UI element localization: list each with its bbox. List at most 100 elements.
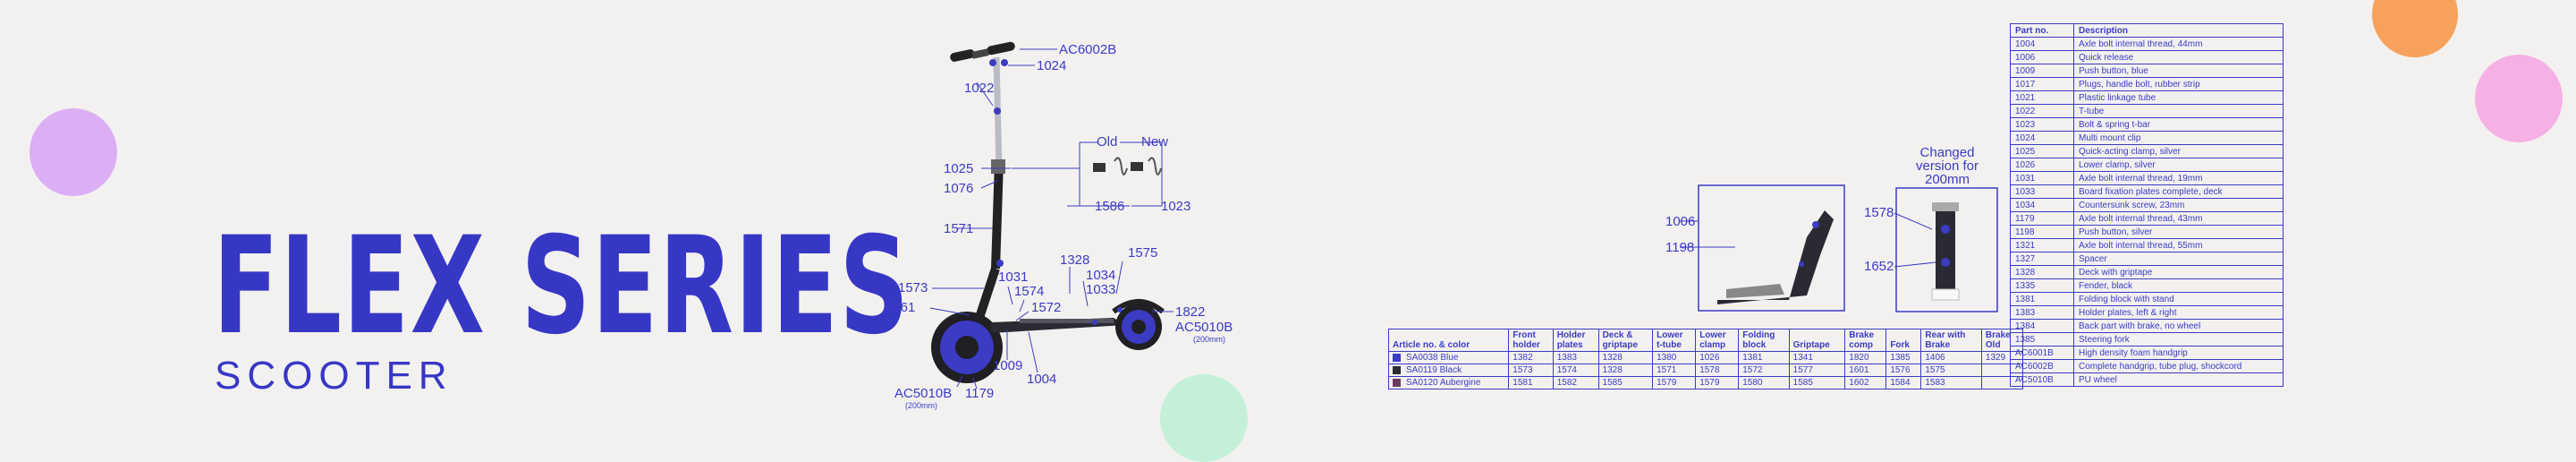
part-number-cell: 1024: [2010, 131, 2074, 145]
article-header-cell: Fork: [1885, 329, 1922, 352]
part-description-cell: Axle bolt internal thread, 19mm: [2073, 171, 2284, 185]
part-number-cell: 1321: [2010, 238, 2074, 252]
article-part-cell: 1585: [1597, 376, 1654, 389]
label-1076: 1076: [944, 181, 973, 196]
article-name: SA0120 Aubergine: [1406, 378, 1481, 388]
label-4661: 4661: [886, 300, 915, 315]
label-new: New: [1141, 134, 1168, 150]
part-number-cell: 1025: [2010, 144, 2074, 158]
article-header-line: Brake: [1849, 330, 1875, 340]
part-number-cell: 1006: [2010, 50, 2074, 64]
label-ac5010b-right: AC5010B: [1175, 320, 1233, 335]
article-part-cell: 1583: [1920, 376, 1982, 389]
parts-header-part-no: Part no.: [2010, 23, 2074, 38]
article-part-cell: 1328: [1597, 351, 1654, 364]
label-1006: 1006: [1665, 214, 1695, 229]
part-description-cell: Plastic linkage tube: [2073, 90, 2284, 105]
article-part-cell: 1381: [1738, 351, 1790, 364]
article-name: SA0119 Black: [1406, 365, 1462, 375]
article-header-cell: Article no. & color: [1387, 329, 1510, 352]
article-part-cell: 1577: [1788, 364, 1846, 377]
article-header-cell: Griptape: [1788, 329, 1846, 352]
article-header-line: Brake: [1985, 330, 2011, 340]
article-part-cell: 1582: [1552, 376, 1599, 389]
label-ac5010b-left: AC5010B: [894, 386, 952, 401]
article-part-cell: 1572: [1738, 364, 1790, 377]
color-swatch: [1393, 365, 1401, 374]
part-description-cell: Holder plates, left & right: [2073, 305, 2284, 320]
part-number-cell: 1026: [2010, 158, 2074, 172]
decor-circle-pink: [2475, 55, 2563, 142]
article-name: SA0038 Blue: [1406, 353, 1459, 363]
article-name-cell: SA0038 Blue: [1387, 351, 1510, 364]
article-part-cell: 1382: [1508, 351, 1554, 364]
article-header-line: Fork: [1890, 340, 1910, 350]
part-number-cell: 1017: [2010, 77, 2074, 91]
article-part-cell: 1578: [1695, 364, 1740, 377]
part-number-cell: 1328: [2010, 265, 2074, 279]
part-number-cell: AC6001B: [2010, 346, 2074, 360]
article-part-cell: 1820: [1844, 351, 1887, 364]
article-part-cell: 1571: [1652, 364, 1697, 377]
caption-line-1: Changed: [1920, 145, 1975, 160]
part-description-cell: Bolt & spring t-bar: [2073, 117, 2284, 132]
part-description-cell: Board fixation plates complete, deck: [2073, 184, 2284, 199]
article-header-line: t-tube: [1657, 340, 1682, 350]
part-number-cell: 1327: [2010, 252, 2074, 266]
label-1198: 1198: [1665, 240, 1694, 255]
part-number-cell: 1385: [2010, 332, 2074, 346]
label-1578: 1578: [1864, 205, 1894, 220]
label-ac6002b: AC6002B: [1059, 42, 1116, 57]
article-header-line: holder: [1513, 340, 1540, 350]
part-description-cell: Multi mount clip: [2073, 131, 2284, 145]
part-description-cell: Fender, black: [2073, 278, 2284, 293]
article-part-cell: 1406: [1920, 351, 1982, 364]
part-number-cell: AC5010B: [2010, 372, 2074, 387]
article-part-cell: 1574: [1552, 364, 1599, 377]
detail-200mm-version: Changed version for 200mm 1578 1652: [1864, 145, 1998, 312]
article-part-cell: 1328: [1597, 364, 1654, 377]
part-description-cell: Deck with griptape: [2073, 265, 2284, 279]
label-1033: 1033: [1086, 282, 1115, 297]
series-subtitle: SCOOTER: [215, 354, 453, 398]
article-header-line: Rear with: [1925, 330, 1966, 340]
article-name-cell: SA0120 Aubergine: [1387, 376, 1510, 389]
part-number-cell: 1021: [2010, 90, 2074, 105]
part-number-cell: 1022: [2010, 104, 2074, 118]
label-1822: 1822: [1175, 304, 1205, 320]
label-old: Old: [1097, 134, 1117, 150]
article-header-line: Front: [1513, 330, 1536, 340]
label-200mm-left: (200mm): [905, 401, 937, 410]
article-header-line: Old: [1985, 340, 2001, 350]
part-number-cell: 1383: [2010, 305, 2074, 320]
article-header-line: Holder: [1556, 330, 1586, 340]
article-header-line: griptape: [1602, 340, 1639, 350]
part-description-cell: Folding block with stand: [2073, 292, 2284, 306]
series-title: FLEX SERIES: [213, 209, 911, 364]
article-part-cell: 1580: [1738, 376, 1790, 389]
part-description-cell: Countersunk screw, 23mm: [2073, 198, 2284, 212]
label-1575: 1575: [1128, 245, 1157, 261]
article-part-cell: 1585: [1788, 376, 1846, 389]
